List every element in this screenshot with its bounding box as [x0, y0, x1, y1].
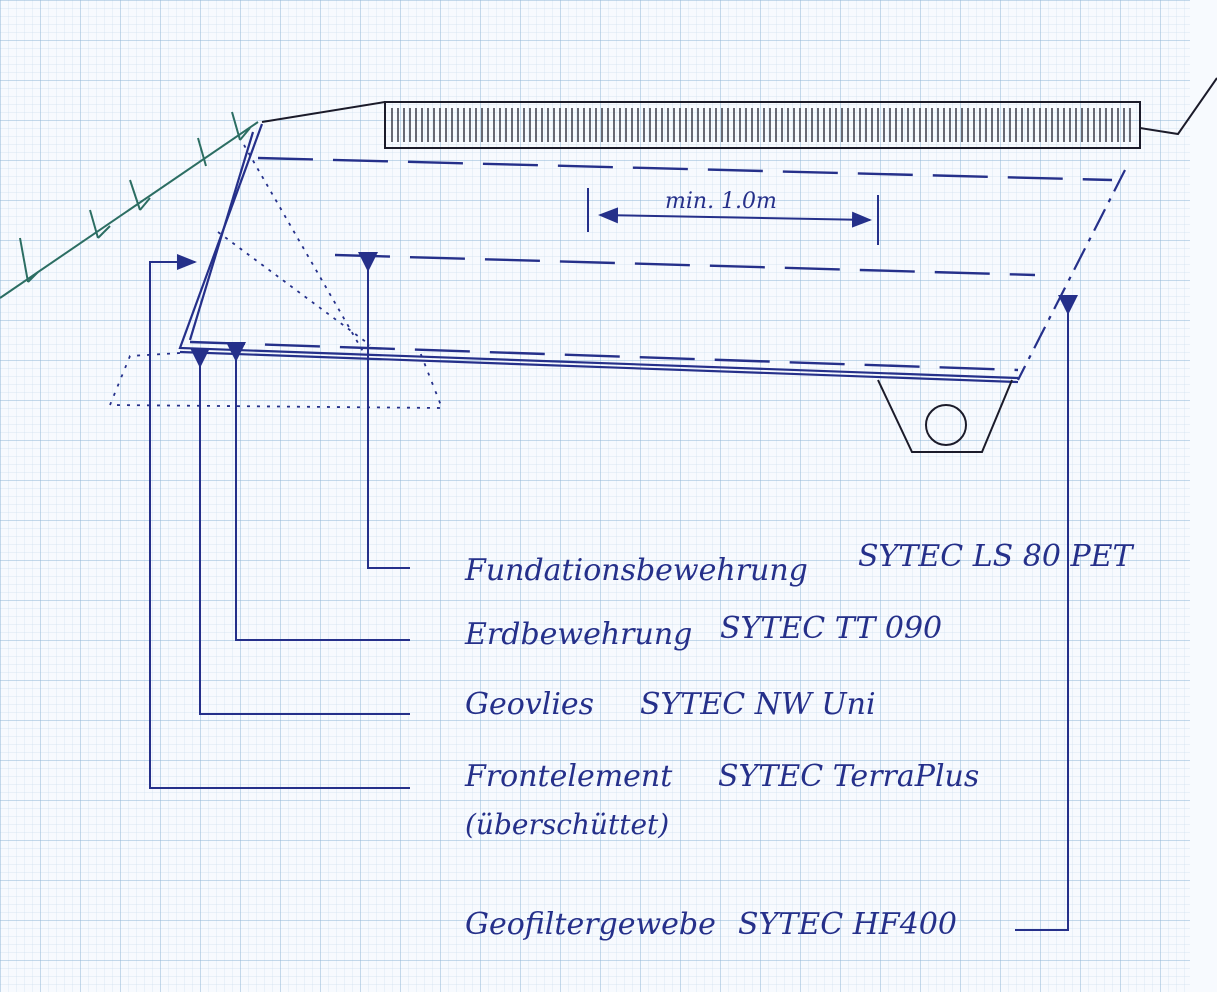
drain-pipe-icon	[925, 404, 967, 446]
drainage-trench	[877, 379, 1013, 453]
earth-reinforcement-layers	[189, 156, 1113, 372]
grass-slope	[0, 111, 259, 299]
label-foundation: Fundationsbewehrung SYTEC LS 80 PET	[464, 539, 1135, 588]
svg-text:SYTEC NW Uni: SYTEC NW Uni	[640, 687, 876, 722]
svg-text:Fundationsbewehrung: Fundationsbewehrung	[464, 553, 808, 588]
label-earth: Erdbewehrung SYTEC TT 090	[464, 611, 942, 652]
label-filter: Geofiltergewebe SYTEC HF400	[465, 907, 957, 942]
svg-text:Frontelement: Frontelement	[464, 759, 673, 794]
svg-text:SYTEC HF400: SYTEC HF400	[738, 907, 957, 942]
dimension-min-width	[587, 188, 879, 245]
filter-fabric-line	[1017, 169, 1126, 381]
svg-text:SYTEC LS 80 PET: SYTEC LS 80 PET	[858, 539, 1135, 574]
svg-text:Erdbewehrung: Erdbewehrung	[464, 617, 692, 652]
label-front: Frontelement SYTEC TerraPlus (überschütt…	[464, 759, 979, 841]
dimension-label: min. 1.0m	[665, 189, 777, 214]
road-pavement	[384, 101, 1141, 149]
svg-text:Geofiltergewebe: Geofiltergewebe	[465, 907, 716, 942]
reinforced-soil-body	[178, 123, 1019, 384]
svg-text:SYTEC TerraPlus: SYTEC TerraPlus	[718, 759, 979, 794]
svg-text:Geovlies: Geovlies	[465, 687, 594, 722]
ground-surface	[261, 77, 1217, 136]
label-fleece: Geovlies SYTEC NW Uni	[465, 687, 876, 722]
svg-text:(überschüttet): (überschüttet)	[465, 808, 669, 841]
svg-text:SYTEC TT 090: SYTEC TT 090	[720, 611, 942, 646]
graph-paper-grid	[0, 0, 1190, 992]
